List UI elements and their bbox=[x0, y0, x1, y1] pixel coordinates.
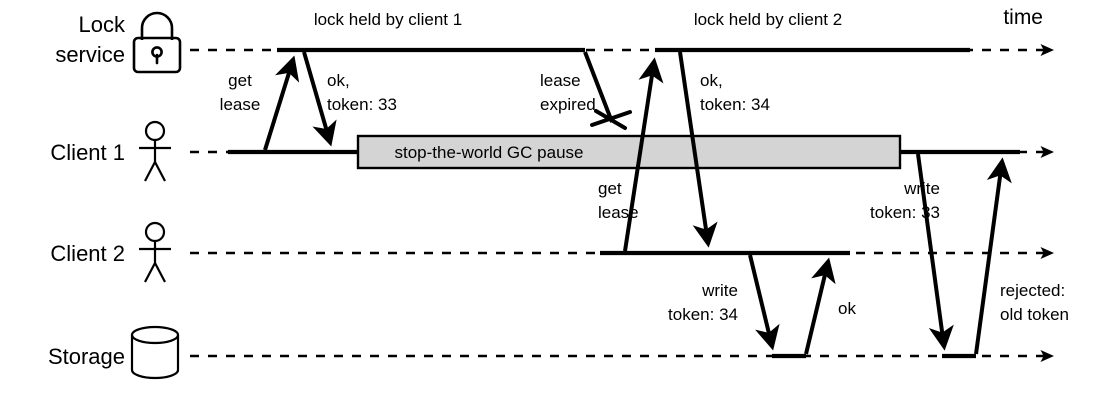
arrow-lease-expired bbox=[583, 51, 614, 123]
lease-expired-x-mark bbox=[590, 109, 632, 130]
lane-label-client-1-line1: Client 1 bbox=[50, 140, 125, 165]
arrow-write-token-33 bbox=[916, 153, 954, 351]
arrow-rejected-old-token bbox=[974, 157, 1012, 355]
message-label-lease-expired-line2: expired bbox=[540, 95, 596, 114]
lane-label-client-2: Client 2 bbox=[50, 241, 125, 266]
gc-pause-label: stop-the-world GC pause bbox=[395, 143, 584, 162]
arrow-ok-storage bbox=[804, 257, 836, 355]
message-label-lease-expired: lease expired bbox=[540, 71, 596, 114]
message-label-get-lease-2: get lease bbox=[598, 179, 639, 222]
message-label-ok-token-33-line2: token: 33 bbox=[327, 95, 397, 114]
phase-label-lock-held-client-2: lock held by client 2 bbox=[694, 10, 842, 29]
stick-figure-icon-client-1 bbox=[139, 120, 171, 182]
message-label-get-lease-1-line1: get bbox=[228, 71, 252, 90]
message-label-write-token-34-line2: token: 34 bbox=[668, 305, 738, 324]
lane-label-lock-service-line2: service bbox=[55, 42, 125, 67]
message-label-write-token-33-line1: write bbox=[903, 179, 940, 198]
message-label-ok-token-33-line1: ok, bbox=[327, 71, 350, 90]
arrow-get-lease-2 bbox=[623, 57, 664, 252]
lane-label-storage-line1: Storage bbox=[48, 344, 125, 369]
stop-the-world-gc-pause-box: stop-the-world GC pause bbox=[356, 134, 902, 170]
message-label-ok-token-34-line2: token: 34 bbox=[700, 95, 770, 114]
message-label-ok-storage: ok bbox=[838, 299, 856, 318]
message-label-write-token-33-line2: token: 33 bbox=[870, 203, 940, 222]
message-label-lease-expired-line1: lease bbox=[540, 71, 581, 90]
message-label-write-token-34-line1: write bbox=[701, 281, 738, 300]
arrow-write-token-34 bbox=[748, 254, 780, 351]
message-label-get-lease-2-line1: get bbox=[598, 179, 622, 198]
arrow-ok-token-33 bbox=[302, 51, 337, 147]
message-label-ok-token-34-line1: ok, bbox=[700, 71, 723, 90]
phase-label-lock-held-client-1: lock held by client 1 bbox=[314, 10, 462, 29]
message-label-write-token-33: write token: 33 bbox=[870, 179, 940, 222]
padlock-icon bbox=[132, 11, 182, 74]
lane-label-client-2-line1: Client 2 bbox=[50, 241, 125, 266]
database-icon bbox=[130, 325, 180, 380]
message-label-get-lease-1: get lease bbox=[220, 71, 261, 114]
lane-label-lock-service-line1: Lock bbox=[79, 12, 126, 37]
time-axis-label: time bbox=[1003, 6, 1043, 29]
message-label-get-lease-1-line2: lease bbox=[220, 95, 261, 114]
arrow-ok-token-34 bbox=[678, 51, 718, 248]
message-label-ok-token-34: ok, token: 34 bbox=[700, 71, 770, 114]
message-label-rejected-old-token-line1: rejected: bbox=[1000, 281, 1065, 300]
message-label-ok-token-33: ok, token: 33 bbox=[327, 71, 397, 114]
message-label-ok-storage-line1: ok bbox=[838, 299, 856, 318]
stick-figure-icon-client-2 bbox=[139, 221, 171, 283]
message-label-rejected-old-token-line2: old token bbox=[1000, 305, 1069, 324]
lane-label-storage: Storage bbox=[48, 344, 125, 369]
lane-label-lock-service: Lock service bbox=[55, 12, 126, 67]
message-label-write-token-34: write token: 34 bbox=[668, 281, 738, 324]
message-label-get-lease-2-line2: lease bbox=[598, 203, 639, 222]
message-label-rejected-old-token: rejected: old token bbox=[1000, 281, 1069, 324]
arrow-get-lease-1 bbox=[263, 55, 300, 151]
lane-label-client-1: Client 1 bbox=[50, 140, 125, 165]
